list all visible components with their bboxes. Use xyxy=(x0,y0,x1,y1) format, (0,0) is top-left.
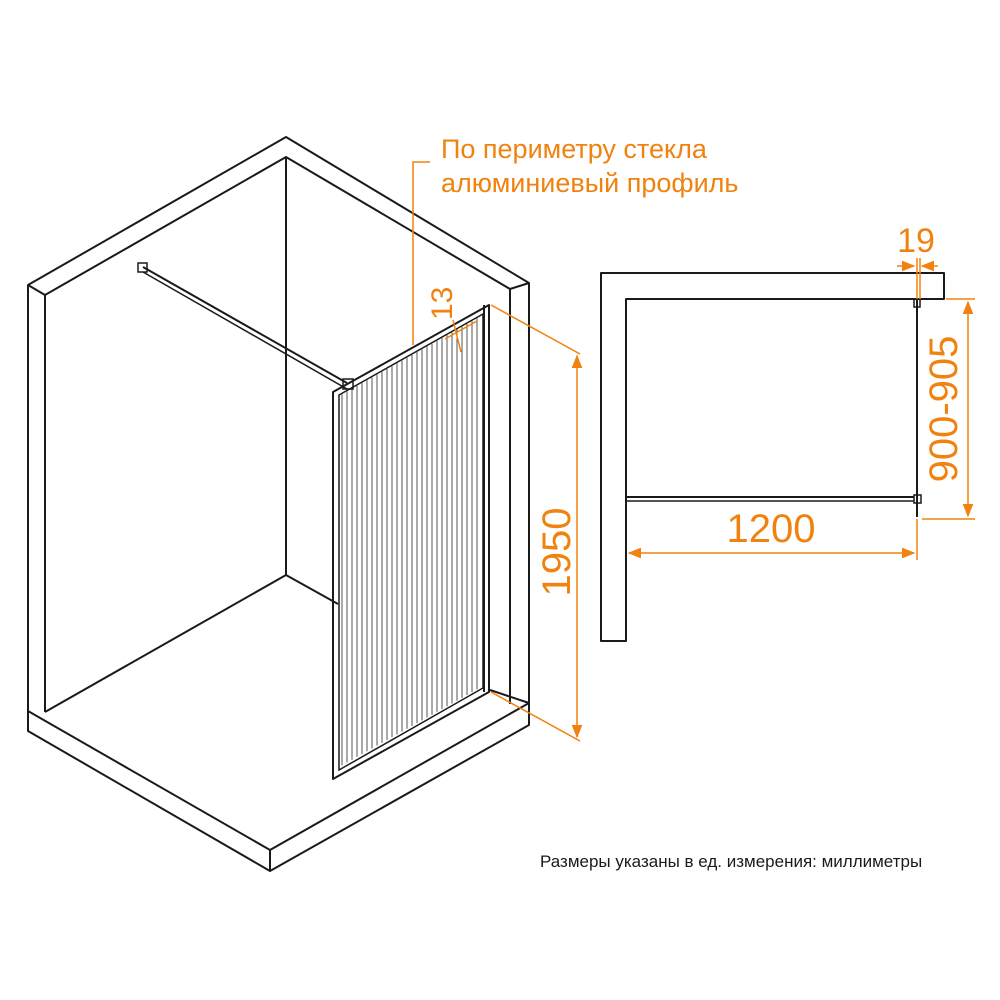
plan-walls xyxy=(600,272,945,642)
profile-dimension xyxy=(444,319,478,353)
gap-label: 19 xyxy=(897,222,935,260)
floor-slab-right xyxy=(489,689,530,704)
floor-line-back xyxy=(285,574,339,605)
glass-panel xyxy=(137,262,490,780)
callout-leader xyxy=(412,161,430,345)
stabilizer-wall-mount xyxy=(137,262,148,273)
width-label: 1200 xyxy=(727,507,816,551)
stabilizer-glass-clamp xyxy=(342,378,354,390)
plan-view xyxy=(600,272,945,642)
room-outer-walls xyxy=(27,136,530,872)
depth-dimension xyxy=(922,298,975,520)
width-dimension xyxy=(627,519,918,560)
glass-ribs xyxy=(341,318,478,766)
floor-slab-top xyxy=(27,702,530,851)
profile-thickness-label: 13 xyxy=(426,287,459,320)
glass-frame xyxy=(332,304,490,780)
floor-line-left xyxy=(44,574,287,713)
stabilizer-bar xyxy=(142,266,348,384)
height-dimension xyxy=(490,304,583,742)
room-isometric xyxy=(27,136,530,872)
callout-line-2: алюминиевый профиль xyxy=(441,168,738,198)
callout-line-1: По периметру стекла xyxy=(441,134,708,164)
depth-label: 900-905 xyxy=(922,336,966,483)
gap-dimension xyxy=(897,258,938,299)
height-label: 1950 xyxy=(535,508,579,597)
units-note: Размеры указаны в ед. измерения: миллиме… xyxy=(540,852,923,871)
glass-inner xyxy=(338,312,484,772)
